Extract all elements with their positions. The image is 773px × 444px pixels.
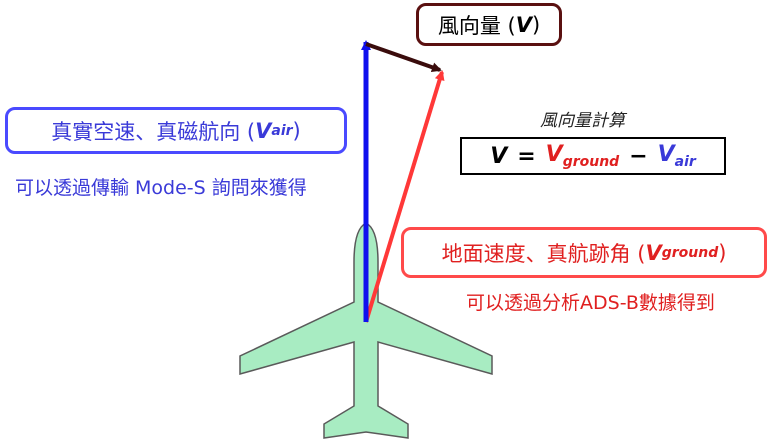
airplane-shape [239,222,493,439]
formula-box: V = Vground − Vair [460,137,726,175]
air-label-symbol: V [255,118,272,143]
formula-minus: − [629,143,648,169]
air-label-close: ) [292,118,301,143]
ground-label-text: 地面速度、真航跡角 ( [441,241,646,266]
air-label-text: 真實空速、真磁航向 ( [51,119,256,144]
wind-label-text: 風向量 ( [437,13,516,38]
wind-vector-arrow [365,42,442,73]
formula-lhs: V [490,143,508,169]
wind-label-symbol: V [515,12,532,37]
ground-label-symbol: V [645,240,662,265]
formula-term1-sub: ground [562,154,620,170]
ground-label-close: ) [718,240,727,265]
ground-note: 可以透過分析ADS-B數據得到 [466,292,715,314]
wind-vector-label: 風向量 (V) [416,3,562,46]
formula-term2: V [657,142,675,167]
wind-label-close: ) [531,12,541,37]
ground-vector-arrow [364,70,445,323]
air-label-sub: air [271,122,293,139]
calc-title: 風向量計算 [540,111,625,131]
formula-term1: V [545,142,563,167]
air-note: 可以透過傳輸 Mode-S 詢問來獲得 [15,177,307,199]
formula-equals: = [517,143,536,169]
formula-term2-sub: air [674,154,696,170]
ground-label-sub: ground [661,244,719,261]
